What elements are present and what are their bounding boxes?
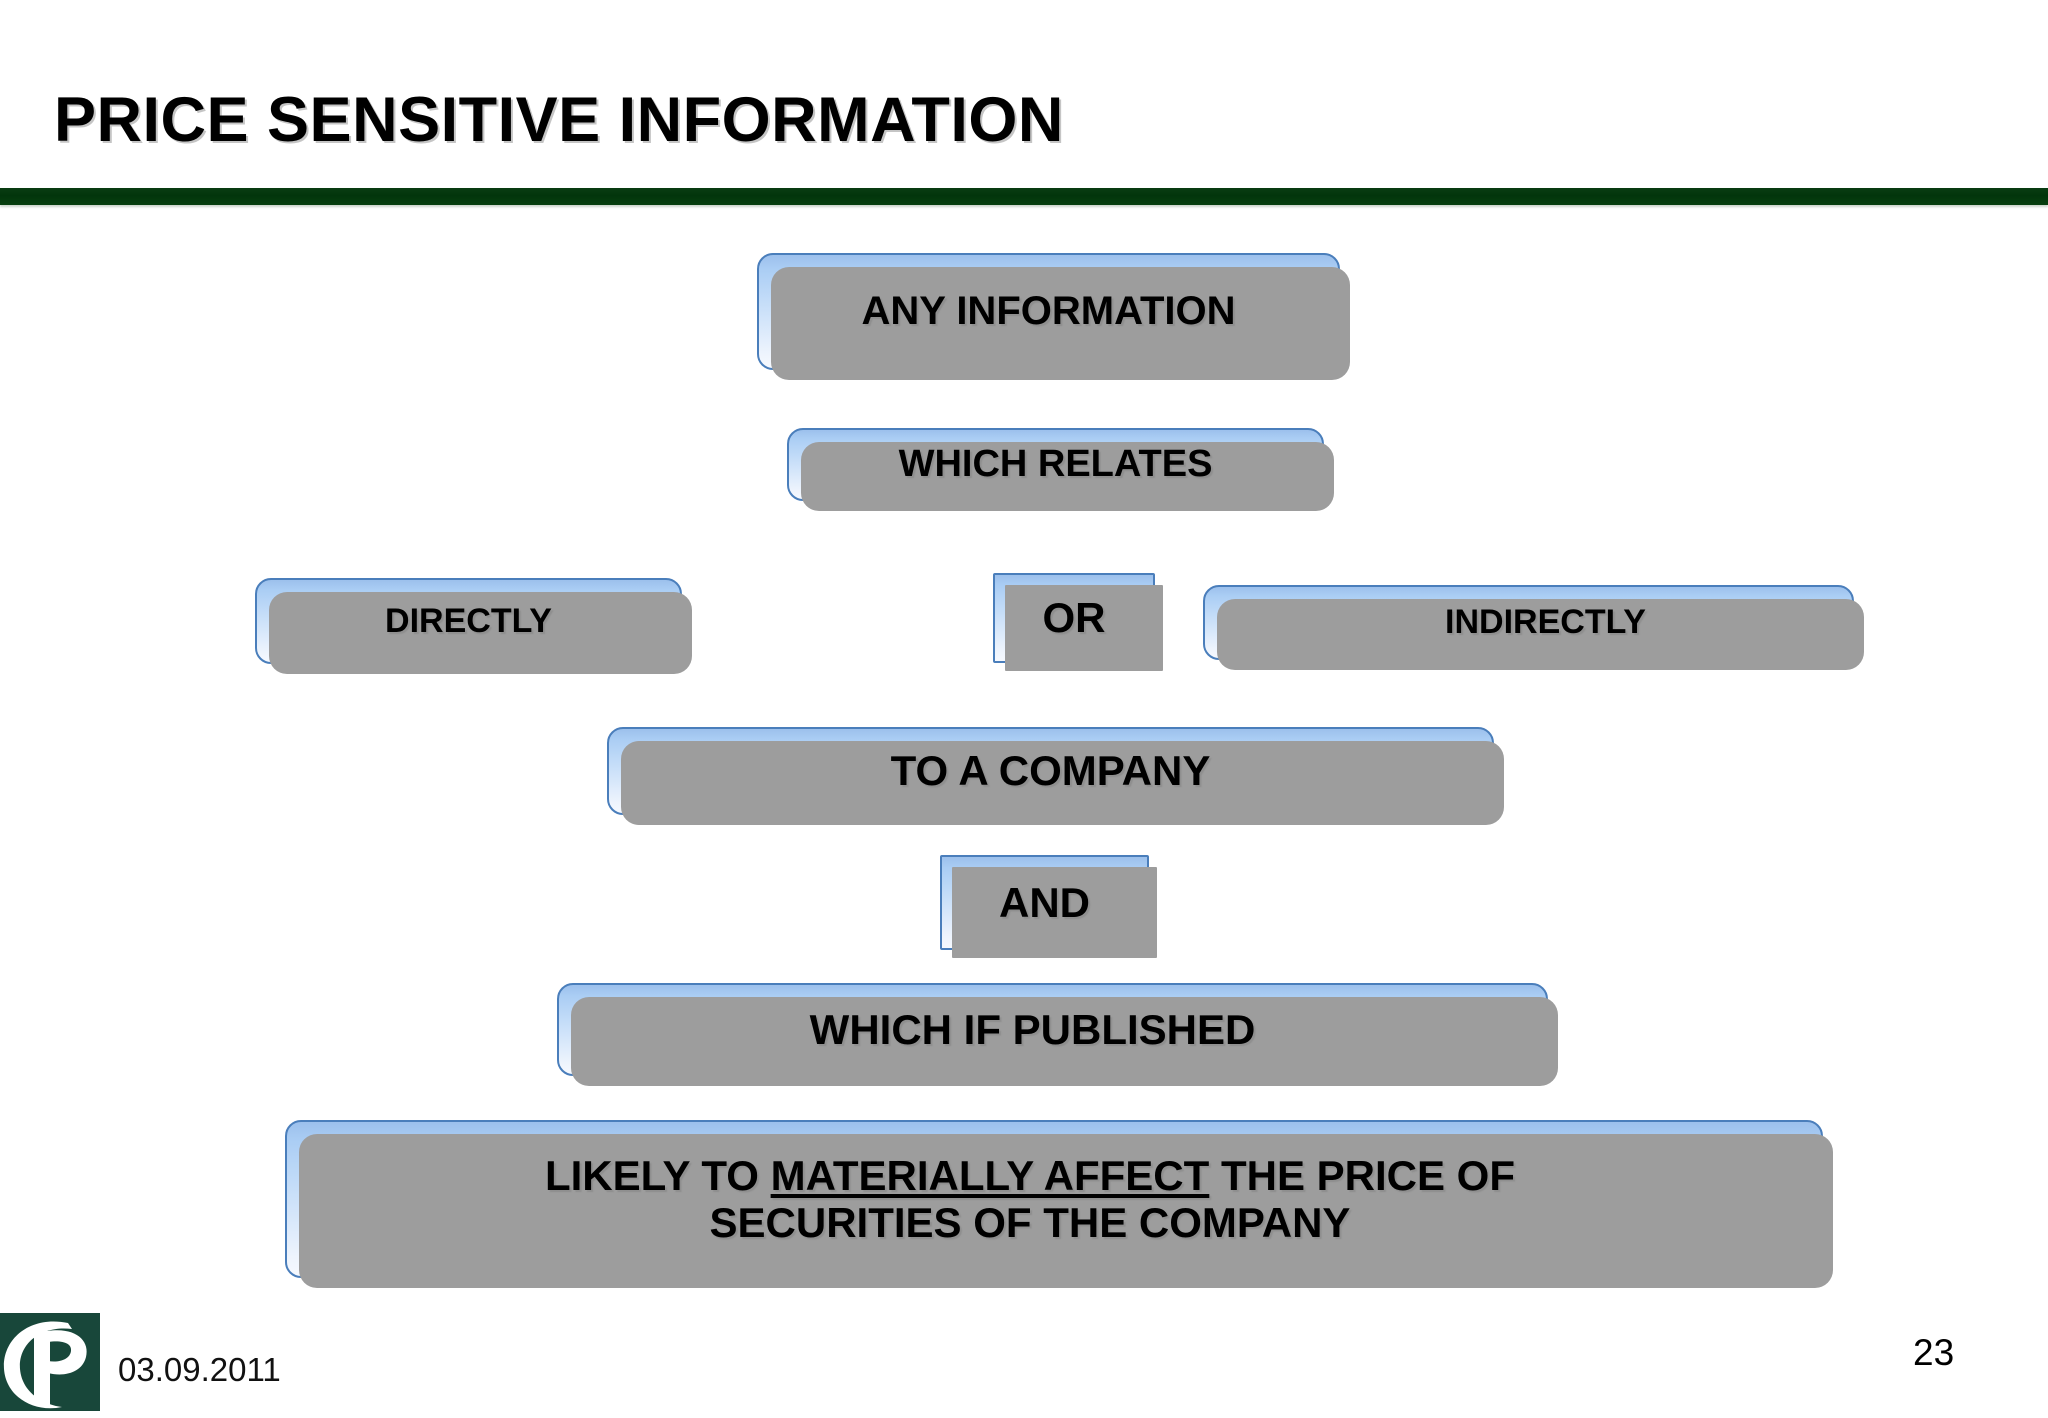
flow-box-any-information[interactable]: ANY INFORMATION xyxy=(757,253,1350,380)
final-line2: SECURITIES OF THE COMPANY xyxy=(709,1199,1351,1246)
flow-box-label: OR xyxy=(1042,594,1106,642)
flow-box-label: DIRECTLY xyxy=(385,601,552,640)
flow-box-directly[interactable]: DIRECTLY xyxy=(255,578,692,674)
flow-box-label: ANY INFORMATION xyxy=(861,289,1236,334)
footer-date: 03.09.2011 xyxy=(118,1351,281,1388)
flow-box-to-a-company[interactable]: TO A COMPANY xyxy=(607,727,1504,825)
flow-box-label: TO A COMPANY xyxy=(890,747,1211,795)
page-number: 23 xyxy=(1913,1332,1955,1373)
title-divider-rule xyxy=(0,188,2048,205)
flow-box-indirectly[interactable]: INDIRECTLY xyxy=(1203,585,1864,670)
final-line1-underlined: MATERIALLY AFFECT xyxy=(770,1151,1210,1199)
flow-box-final-conclusion[interactable]: LIKELY TO MATERIALLY AFFECT THE PRICE OF… xyxy=(285,1120,1833,1288)
flow-box-and[interactable]: AND xyxy=(940,855,1157,958)
flow-box-label: LIKELY TO MATERIALLY AFFECT THE PRICE OF… xyxy=(545,1152,1563,1246)
company-p-logo xyxy=(0,1313,100,1411)
page-title: PRICE SENSITIVE INFORMATION xyxy=(54,85,1064,155)
flow-box-label: INDIRECTLY xyxy=(1445,603,1646,642)
flow-box-or[interactable]: OR xyxy=(993,573,1163,671)
flow-box-label: WHICH IF PUBLISHED xyxy=(809,1005,1256,1053)
flow-box-label: AND xyxy=(999,878,1090,926)
flow-box-which-relates[interactable]: WHICH RELATES xyxy=(787,428,1334,511)
final-line1-before: LIKELY TO xyxy=(544,1151,771,1199)
final-line1-after: THE PRICE OF xyxy=(1209,1151,1515,1199)
flow-box-label: WHICH RELATES xyxy=(898,443,1213,486)
flow-box-which-if-published[interactable]: WHICH IF PUBLISHED xyxy=(557,983,1558,1086)
